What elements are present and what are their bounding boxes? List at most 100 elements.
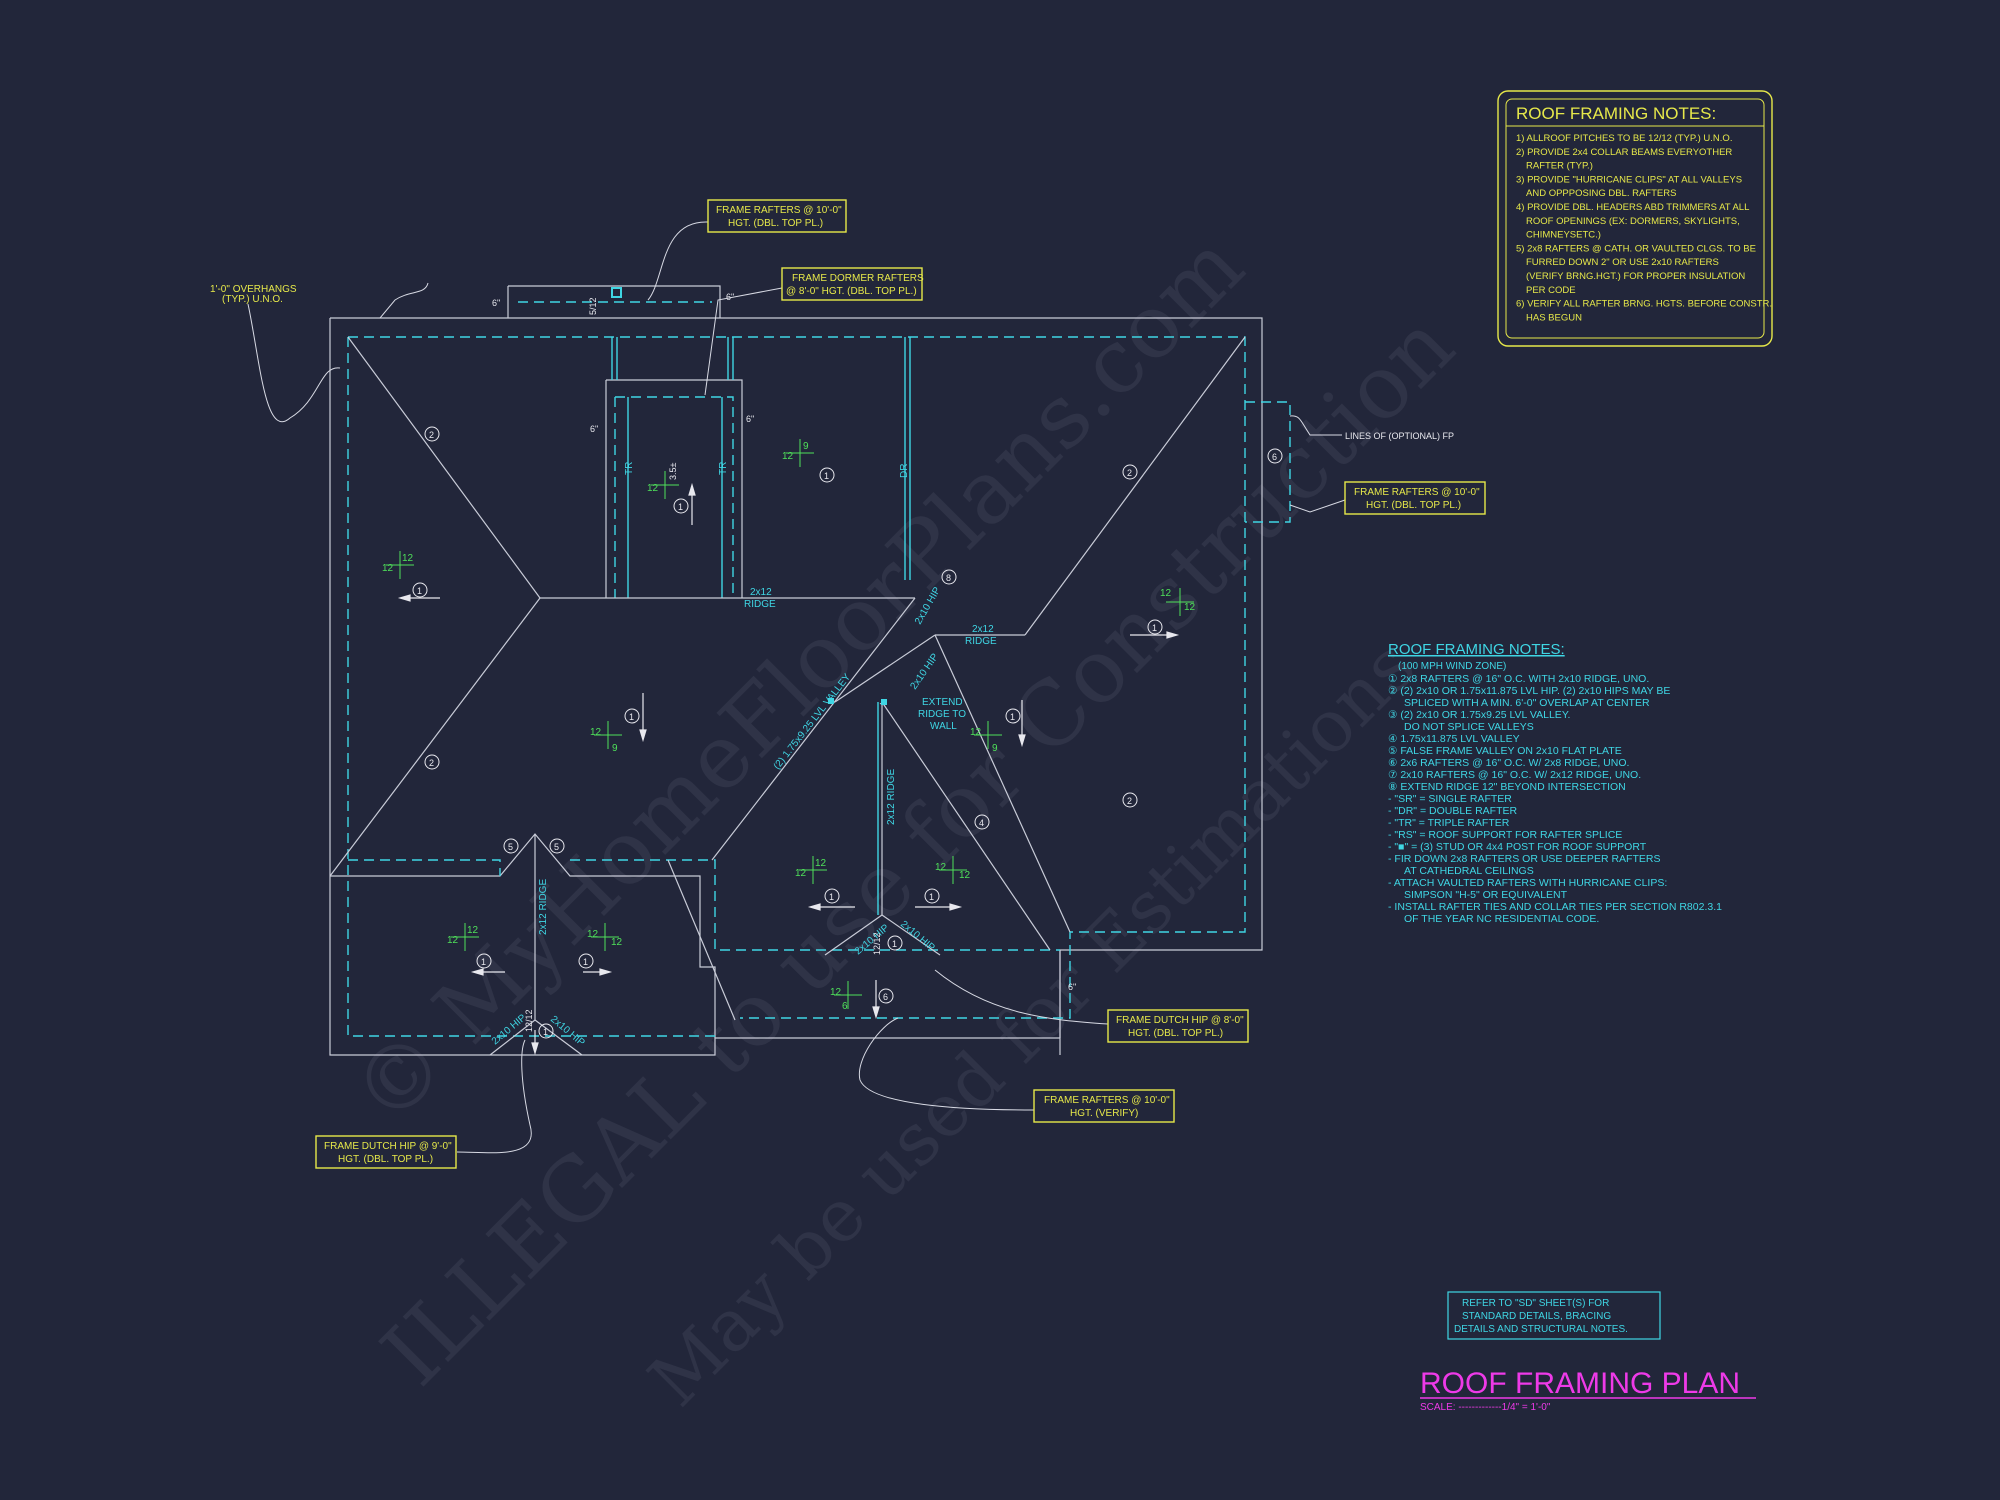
svg-text:STANDARD DETAILS, BRACING: STANDARD DETAILS, BRACING: [1462, 1311, 1611, 1322]
callout-overhangs: 1'-0" OVERHANGS (TYP.) U.N.O.: [210, 284, 297, 305]
svg-text:FRAME DUTCH HIP @ 8'-0": FRAME DUTCH HIP @ 8'-0": [1116, 1015, 1244, 1026]
callout-dutch-hip-left: FRAME DUTCH HIP @ 9'-0" HGT. (DBL. TOP P…: [315, 1135, 457, 1169]
tag-1: 1: [1147, 619, 1163, 635]
pitch-marker: 12 9: [590, 721, 622, 754]
notes-box-item: AND OPPPOSING DBL. RAFTERS: [1526, 188, 1676, 199]
legend-items: ① 2x8 RAFTERS @ 16" O.C. WITH 2x10 RIDGE…: [1388, 673, 1722, 925]
six-in-5: 6": [1068, 982, 1076, 992]
tag-1: 1: [624, 708, 640, 724]
svg-text:FRAME RAFTERS @ 10'-0": FRAME RAFTERS @ 10'-0": [716, 205, 842, 216]
svg-text:1: 1: [824, 471, 829, 481]
post-square-icon: [611, 287, 622, 298]
svg-text:@ 8'-0" HGT. (DBL. TOP PL.): @ 8'-0" HGT. (DBL. TOP PL.): [786, 286, 917, 297]
svg-text:1: 1: [892, 939, 897, 949]
pitch-marker: 12: [647, 471, 679, 499]
pitch-marker: 12 9: [970, 721, 1002, 754]
legend-item: ③ (2) 2x10 OR 1.75x9.25 LVL VALLEY.: [1388, 709, 1570, 721]
callout-lines-fp: LINES OF (OPTIONAL) FP: [1345, 431, 1454, 441]
callout-extend-ridge: EXTEND RIDGE TO WALL: [918, 697, 966, 732]
pitch-12: 12: [815, 858, 827, 869]
pitch-12: 12: [959, 870, 971, 881]
svg-text:DETAILS AND STRUCTURAL NOTES.: DETAILS AND STRUCTURAL NOTES.: [1454, 1324, 1628, 1335]
six-in-2: 6": [726, 292, 734, 302]
ridge-label-a: 2x12: [750, 587, 772, 598]
legend-item: - "SR" = SINGLE RAFTER: [1388, 793, 1512, 805]
hip-label-a: 2x10 HIP: [908, 651, 941, 691]
tag-4: 4: [974, 814, 990, 830]
svg-text:(TYP.) U.N.O.: (TYP.) U.N.O.: [222, 294, 283, 305]
svg-text:1: 1: [629, 712, 634, 722]
svg-text:FRAME RAFTERS @ 10'-0": FRAME RAFTERS @ 10'-0": [1354, 487, 1480, 498]
callout-frame-rafters-right: FRAME RAFTERS @ 10'-0" HGT. (DBL. TOP PL…: [1344, 481, 1486, 515]
svg-text:2: 2: [429, 758, 434, 768]
pitch-12: 12: [1184, 602, 1196, 613]
dim-1212-a: 12/12: [872, 932, 882, 955]
svg-text:1: 1: [929, 892, 934, 902]
ridge-label-b: 2x12: [972, 624, 994, 635]
svg-text:1: 1: [543, 1027, 548, 1037]
pitch-marker: 12 12: [447, 923, 479, 951]
tag-1: 1: [924, 888, 940, 904]
plan-framing: [329, 336, 1246, 1056]
refer-box: REFER TO "SD" SHEET(S) FOR STANDARD DETA…: [1447, 1291, 1661, 1340]
svg-text:EXTEND: EXTEND: [922, 697, 963, 708]
leader-lines: [247, 221, 1346, 1154]
dim-35: 3.5±: [668, 462, 678, 480]
plan-title: ROOF FRAMING PLAN: [1420, 1367, 1740, 1400]
tag-1: 1: [673, 498, 689, 514]
svg-text:HGT. (DBL. TOP PL.): HGT. (DBL. TOP PL.): [338, 1154, 433, 1165]
watermark-line-2: ILLEGAL to use for Construction: [362, 294, 1473, 1405]
pitch-12: 12: [782, 451, 794, 462]
pitch-12: 12: [795, 868, 807, 879]
tag-1: 1: [578, 953, 594, 969]
pitch-12: 12: [467, 925, 479, 936]
pitch-marker: 12 12: [382, 551, 414, 579]
pitch-12: 12: [587, 929, 599, 940]
svg-text:2: 2: [1127, 796, 1132, 806]
tr-label-b: TR: [718, 462, 729, 475]
pitch-12: 12: [935, 862, 947, 873]
notes-box-item: PER CODE: [1526, 285, 1576, 296]
tag-1: 1: [1005, 708, 1021, 724]
tr-label-a: TR: [624, 462, 635, 475]
tag-circles: 2 1 1 1 2 8 1 1 1 2 2 4 5 5 1 1 1 1 1 6 …: [412, 287, 1283, 1039]
tag-5: 5: [549, 838, 565, 854]
pitch-12: 12: [382, 563, 394, 574]
notes-box-top: ROOF FRAMING NOTES: 1) ALLROOF PITCHES T…: [1497, 90, 1773, 347]
svg-text:2: 2: [1127, 468, 1132, 478]
notes-box-item: FURRED DOWN 2" OR USE 2x10 RAFTERS: [1526, 257, 1719, 268]
pitch-marker: 12 6: [830, 981, 862, 1012]
callout-frame-rafters-verify: FRAME RAFTERS @ 10'-0" HGT. (VERIFY): [1033, 1089, 1175, 1123]
legend-item: ⑤ FALSE FRAME VALLEY ON 2x10 FLAT PLATE: [1388, 745, 1622, 757]
tag-2: 2: [424, 426, 440, 442]
tag-2: 2: [1122, 792, 1138, 808]
notes-legend: ROOF FRAMING NOTES: (100 MPH WIND ZONE) …: [1388, 641, 1722, 925]
svg-text:HGT. (DBL. TOP PL.): HGT. (DBL. TOP PL.): [1128, 1028, 1223, 1039]
tag-5: 5: [503, 838, 519, 854]
svg-text:5: 5: [554, 842, 559, 852]
svg-text:1: 1: [1152, 623, 1157, 633]
legend-item: - FIR DOWN 2x8 RAFTERS OR USE DEEPER RAF…: [1388, 853, 1660, 865]
pitch-12: 12: [1160, 588, 1172, 599]
legend-item: ② (2) 2x10 OR 1.75x11.875 LVL HIP. (2) 2…: [1388, 685, 1670, 697]
pitch-12: 12: [970, 727, 982, 738]
legend-item: ④ 1.75x11.875 LVL VALLEY: [1388, 733, 1520, 745]
six-in-1: 6": [492, 298, 500, 308]
plan-dashed: [347, 301, 1291, 1037]
svg-text:8: 8: [946, 573, 951, 583]
notes-box-item: HAS BEGUN: [1526, 312, 1582, 323]
tag-1: 1: [538, 1023, 554, 1039]
legend-item: - ATTACH VAULTED RAFTERS WITH HURRICANE …: [1388, 877, 1667, 889]
notes-box-item: ROOF OPENINGS (EX: DORMERS, SKYLIGHTS,: [1526, 216, 1740, 227]
legend-title: ROOF FRAMING NOTES:: [1388, 641, 1565, 658]
svg-text:2: 2: [429, 430, 434, 440]
svg-text:6: 6: [883, 992, 888, 1002]
plan-scale: SCALE: -------------1/4" = 1'-0": [1420, 1402, 1551, 1413]
svg-text:5: 5: [508, 842, 513, 852]
svg-text:1: 1: [417, 586, 422, 596]
pitch-12: 12: [447, 935, 459, 946]
tag-2: 2: [424, 754, 440, 770]
tag-2: 2: [1122, 464, 1138, 480]
legend-item: - "■" = (3) STUD OR 4x4 POST FOR ROOF SU…: [1388, 841, 1647, 853]
